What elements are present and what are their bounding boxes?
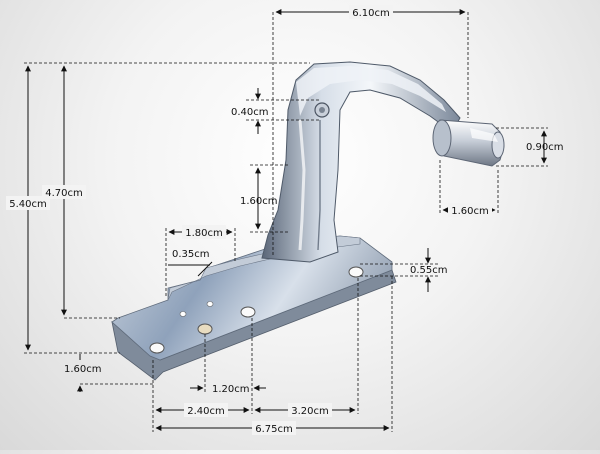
dim-plate-thickness: 0.55cm — [410, 265, 448, 276]
dim-pin-length: 1.60cm — [451, 206, 489, 217]
hinge-part — [111, 61, 505, 381]
dim-top-width: 6.10cm — [352, 8, 390, 19]
dim-pin-diameter: 0.90cm — [526, 142, 564, 153]
dimension-lines — [24, 9, 548, 432]
dim-hole-spacing-c: 3.20cm — [291, 406, 329, 417]
dim-arm-height: 4.70cm — [45, 188, 83, 199]
mounting-hole-2 — [197, 323, 213, 335]
dim-hole-small: 0.35cm — [172, 249, 210, 260]
dim-hole-spacing-b: 2.40cm — [187, 406, 225, 417]
dim-hole-spacing-a: 1.20cm — [212, 384, 250, 395]
dimension-labels: 6.10cm 5.40cm 4.70cm 0.40cm 0.90cm 1.60c… — [6, 5, 564, 435]
mounting-hole-4 — [348, 266, 364, 278]
hinge-pin — [432, 119, 505, 167]
mounting-hole-3 — [240, 306, 256, 318]
upright-arm — [261, 61, 461, 263]
dim-base-length: 6.75cm — [255, 424, 293, 435]
dim-tab-width: 1.80cm — [185, 228, 223, 239]
dim-total-height: 5.40cm — [9, 199, 47, 210]
dim-plate-edge: 1.60cm — [64, 364, 102, 375]
mounting-hole-1 — [149, 342, 165, 354]
dim-slot-depth: 0.40cm — [231, 107, 269, 118]
dim-upright-width: 1.60cm — [240, 196, 278, 207]
